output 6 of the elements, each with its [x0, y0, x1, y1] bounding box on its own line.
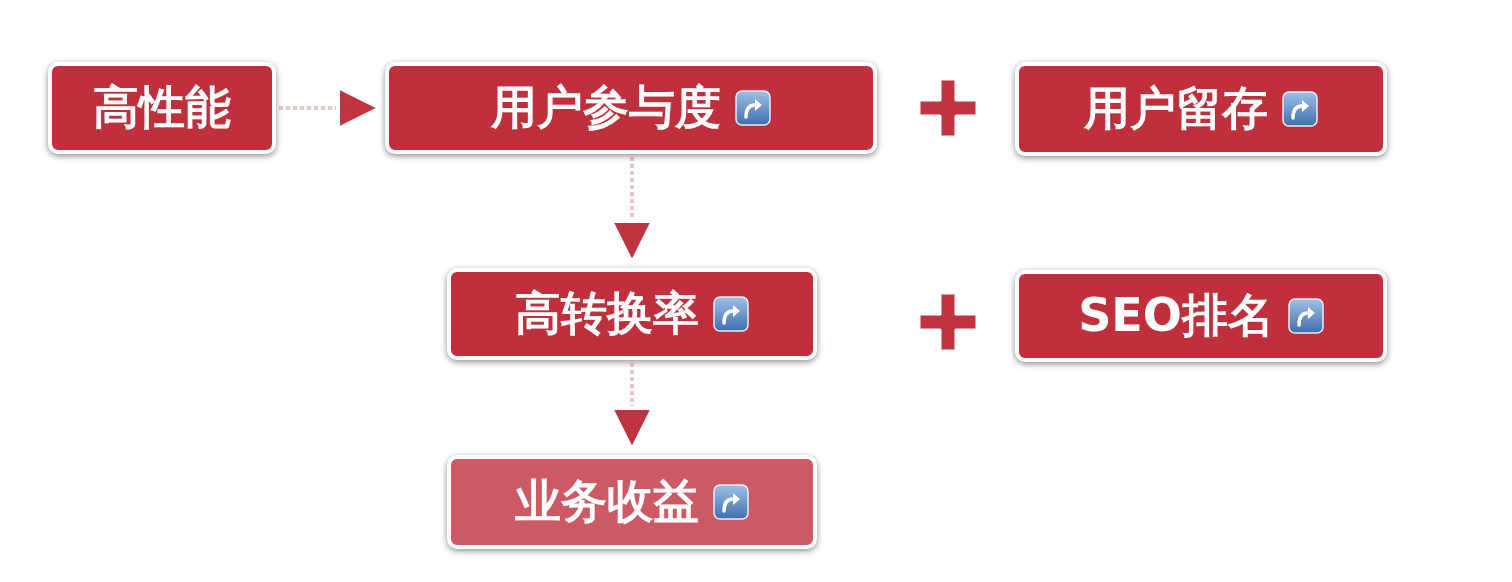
box-label: 用户参与度 [491, 79, 721, 136]
box-label: SEO排名 [1078, 287, 1274, 344]
box-label: 用户留存 [1084, 80, 1268, 137]
box-label: 高性能 [93, 79, 231, 136]
box-label: 业务收益 [515, 473, 699, 530]
box-label: 高转换率 [515, 285, 699, 342]
